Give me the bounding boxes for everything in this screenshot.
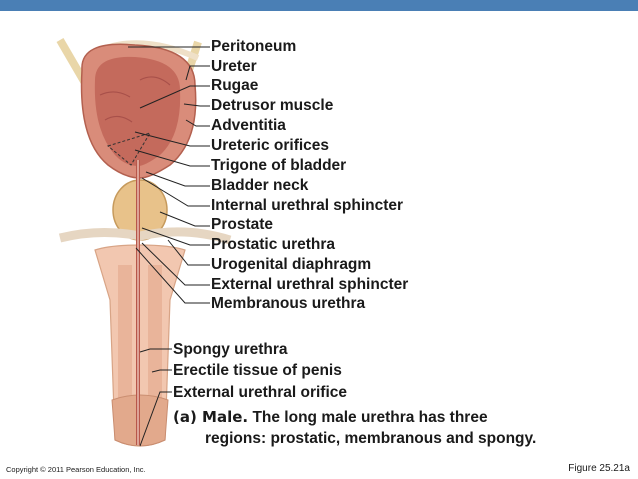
label-detrusor-muscle: Detrusor muscle <box>211 97 333 115</box>
caption-line1: The long male urethra has three <box>252 409 487 426</box>
label-prostatic-urethra: Prostatic urethra <box>211 236 335 254</box>
label-internal-urethral-sphincter: Internal urethral sphincter <box>211 197 403 215</box>
label-ureteric-orifices: Ureteric orifices <box>211 137 329 155</box>
figure-number: Figure 25.21a <box>568 463 630 474</box>
label-prostate: Prostate <box>211 216 273 234</box>
label-bladder-neck: Bladder neck <box>211 177 308 195</box>
figure-caption: (a) Male. The long male urethra has thre… <box>173 407 623 449</box>
copyright-notice: Copyright © 2011 Pearson Education, Inc. <box>6 465 146 474</box>
label-adventitia: Adventitia <box>211 117 286 135</box>
label-rugae: Rugae <box>211 77 258 95</box>
label-peritoneum: Peritoneum <box>211 38 296 56</box>
label-trigone: Trigone of bladder <box>211 157 346 175</box>
caption-line2: regions: prostatic, membranous and spong… <box>173 428 623 449</box>
label-membranous-urethra: Membranous urethra <box>211 295 365 313</box>
urogenital-diaphragm <box>60 232 230 240</box>
caption-lead: (a) Male. <box>173 408 248 426</box>
label-external-urethral-sphincter: External urethral sphincter <box>211 276 408 294</box>
label-erectile-tissue: Erectile tissue of penis <box>173 362 342 380</box>
label-external-urethral-orifice: External urethral orifice <box>173 384 347 402</box>
label-spongy-urethra: Spongy urethra <box>173 341 288 359</box>
label-urogenital-diaphragm: Urogenital diaphragm <box>211 256 371 274</box>
label-ureter: Ureter <box>211 58 257 76</box>
